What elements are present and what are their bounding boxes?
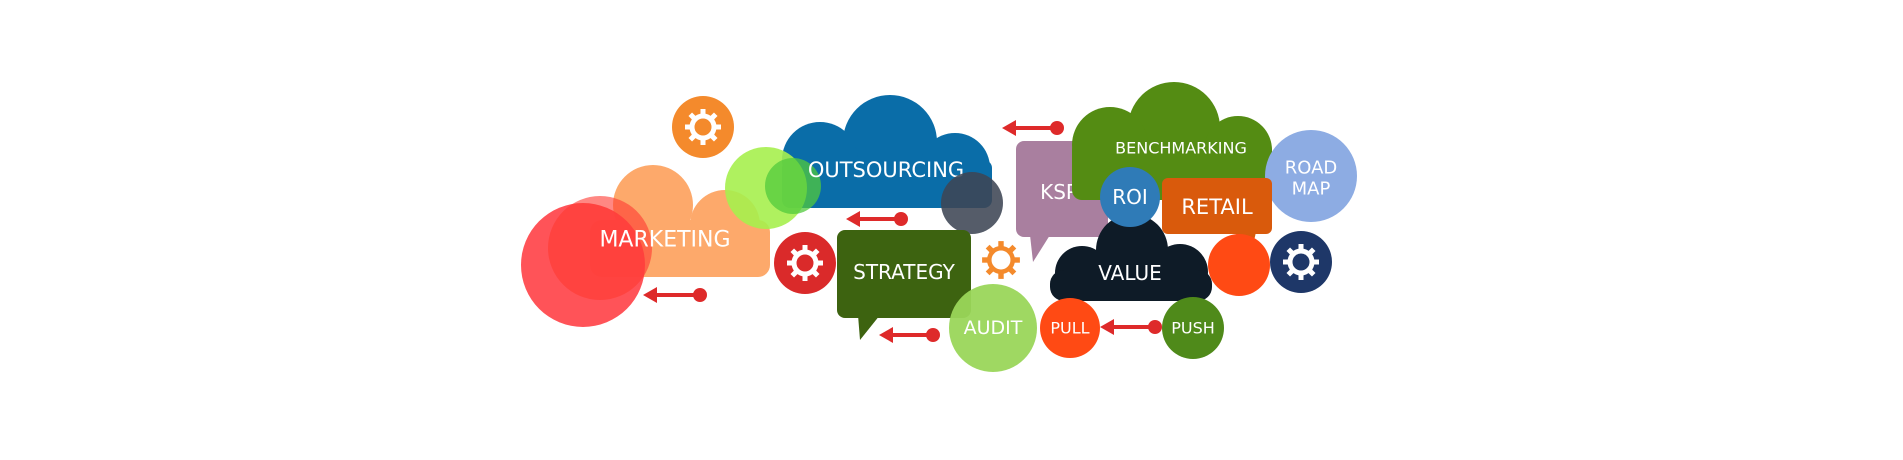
gear-icon xyxy=(672,96,734,158)
map-label: MAP xyxy=(1292,179,1331,200)
strategy-label: STRATEGY xyxy=(853,260,955,284)
road-label: ROAD xyxy=(1285,158,1338,179)
value-label: VALUE xyxy=(1098,261,1162,285)
lime-circle-overlap xyxy=(765,158,821,214)
roi-label: ROI xyxy=(1112,185,1148,209)
red-circle-inner xyxy=(548,196,652,300)
gear-icon xyxy=(982,241,1020,279)
arrow-left-icon xyxy=(1002,120,1064,136)
arrow-left-icon xyxy=(879,327,940,343)
outsourcing-label: OUTSOURCING xyxy=(808,158,964,182)
arrow-left-icon xyxy=(846,211,908,227)
arrow-left-icon xyxy=(643,287,707,303)
strategy-bubble xyxy=(837,230,971,340)
arrow-left-icon xyxy=(1100,319,1162,335)
pull-label: PULL xyxy=(1050,319,1089,338)
push-circle xyxy=(1162,297,1224,359)
retail-label: RETAIL xyxy=(1181,195,1253,219)
outsourcing-cloud xyxy=(782,95,992,208)
gear-icon xyxy=(774,232,836,294)
benchmarking-label: BENCHMARKING xyxy=(1115,139,1247,158)
orange-red-circle xyxy=(1208,234,1270,296)
pull-circle xyxy=(1040,298,1100,358)
roi-circle xyxy=(1100,167,1160,227)
audit-label: AUDIT xyxy=(964,317,1023,339)
audit-circle xyxy=(949,284,1037,372)
road-map-circle xyxy=(1265,130,1357,222)
gear-icon xyxy=(1270,231,1332,293)
marketing-label: MARKETING xyxy=(599,228,730,253)
push-label: PUSH xyxy=(1171,319,1215,338)
dark-circle xyxy=(941,172,1003,234)
value-cloud xyxy=(1050,214,1212,301)
